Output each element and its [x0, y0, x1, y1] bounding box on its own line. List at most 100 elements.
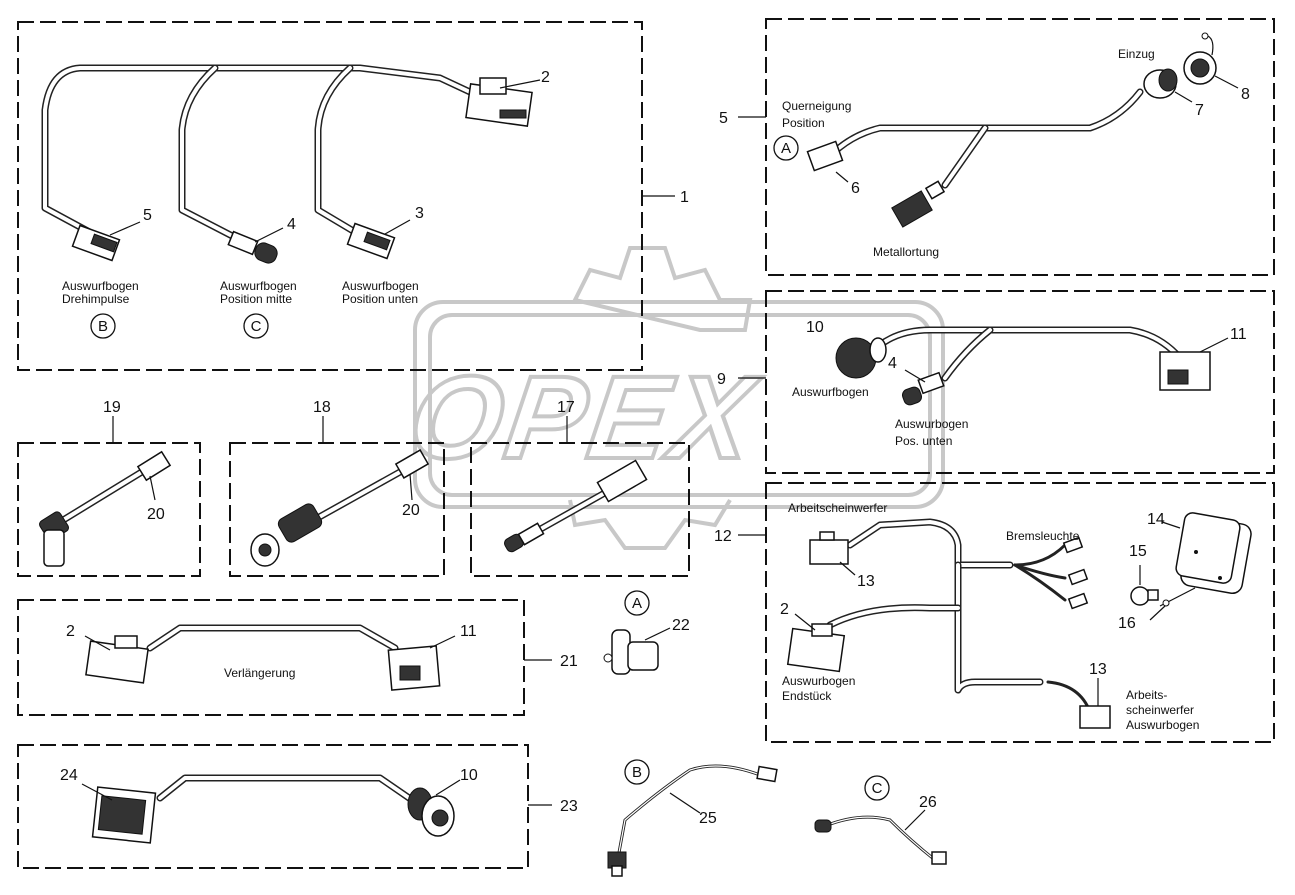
pin-16 — [1159, 587, 1196, 607]
label-8: 8 — [1241, 86, 1250, 103]
cable-25: B — [607, 759, 778, 877]
cable-26: C — [814, 775, 947, 865]
text-posunten-1: Auswurbogen — [895, 417, 968, 431]
label-9: 9 — [717, 371, 726, 388]
label-12: 12 — [714, 528, 732, 545]
harness-18 — [250, 416, 430, 567]
label-10-group23: 10 — [460, 767, 478, 784]
label-7: 7 — [1195, 102, 1204, 119]
svg-text:B: B — [98, 318, 108, 335]
connector-4-group9 — [901, 371, 945, 406]
connector-2-top — [465, 77, 533, 127]
text-auswurfbogen: Auswurfbogen — [792, 385, 869, 399]
label-3-group1: 3 — [415, 205, 424, 222]
label-26: 26 — [919, 794, 937, 811]
label-4-group9: 4 — [888, 355, 897, 372]
text-verlaengerung: Verlängerung — [224, 666, 295, 680]
svg-text:C: C — [251, 318, 262, 335]
label-11-group9: 11 — [1230, 326, 1247, 343]
harness-12 — [738, 512, 1252, 729]
connector-7 — [1143, 68, 1178, 99]
label-2-group12: 2 — [780, 601, 789, 618]
circle-b-group1: B — [90, 313, 116, 339]
group-19-box — [17, 442, 201, 577]
label-16: 16 — [1118, 615, 1136, 632]
label-5-group5: 5 — [719, 110, 728, 127]
harness-21 — [84, 624, 552, 691]
harness-19 — [39, 416, 172, 567]
connector-4-mitte — [227, 230, 278, 264]
svg-text:A: A — [781, 140, 791, 157]
text-unten-1: Auswurfbogen — [342, 279, 419, 293]
bremsleuchte-terminals — [1062, 536, 1089, 610]
connector-6 — [806, 140, 844, 172]
connector-10-group9 — [835, 337, 887, 379]
text-arbeitsscheinwerfer: Arbeitscheinwerfer — [788, 501, 887, 515]
label-4-group1: 4 — [287, 216, 296, 233]
text-bremsleuchte: Bremsleuchte — [1006, 529, 1080, 543]
bulb-15 — [1130, 586, 1159, 606]
opex-watermark: OPEX — [400, 246, 945, 550]
circle-b-part25: B — [632, 764, 642, 781]
harness-23 — [81, 774, 552, 844]
label-6: 6 — [851, 180, 860, 197]
label-5-group1: 5 — [143, 207, 152, 224]
label-10-group9: 10 — [806, 319, 824, 336]
connector-metallortung — [891, 180, 946, 228]
label-11-group21: 11 — [460, 623, 477, 640]
label-14: 14 — [1147, 511, 1165, 528]
text-posunten-2: Pos. unten — [895, 434, 952, 448]
connector-2-group12 — [786, 623, 846, 673]
label-20-group19: 20 — [147, 506, 165, 523]
label-20-group18: 20 — [402, 502, 420, 519]
text-mitte-2: Position mitte — [220, 292, 292, 306]
lamp-14 — [1175, 512, 1252, 595]
connector-11-group9 — [1159, 351, 1211, 391]
connector-13-bottom — [1079, 705, 1111, 729]
label-2-group1: 2 — [541, 69, 550, 86]
label-15: 15 — [1129, 543, 1147, 560]
text-arbeits-2: scheinwerfer — [1126, 703, 1194, 717]
label-17: 17 — [557, 399, 575, 416]
harness-1 — [41, 64, 675, 264]
group-23-box — [17, 744, 529, 869]
label-2-group21: 2 — [66, 623, 75, 640]
group-12-box — [765, 482, 1275, 743]
label-24: 24 — [60, 767, 78, 784]
label-25: 25 — [699, 810, 717, 827]
label-1: 1 — [680, 189, 689, 206]
harness-17 — [504, 416, 648, 553]
connector-3-unten — [346, 222, 396, 260]
text-metallortung: Metallortung — [873, 245, 939, 259]
text-endstueck-2: Endstück — [782, 689, 832, 703]
label-13-bottom: 13 — [1089, 661, 1107, 678]
watermark-text: OPEX — [402, 353, 766, 484]
text-arbeits-1: Arbeits- — [1126, 688, 1167, 702]
text-mitte-1: Auswurfbogen — [220, 279, 297, 293]
label-22: 22 — [672, 617, 690, 634]
text-unten-2: Position unten — [342, 292, 418, 306]
group-9-box — [765, 290, 1275, 474]
label-18: 18 — [313, 399, 331, 416]
connector-13-top — [809, 531, 849, 565]
circle-a-part22: A — [632, 595, 642, 612]
text-drehimpulse-1: Auswurfbogen — [62, 279, 139, 293]
harness-5 — [738, 32, 1239, 228]
circle-c-part26: C — [872, 780, 883, 797]
label-13-top: 13 — [857, 573, 875, 590]
text-endstueck-1: Auswurbogen — [782, 674, 855, 688]
text-querneigung-1: Querneigung — [782, 99, 851, 113]
connector-8-cap — [1183, 32, 1217, 85]
text-querneigung-2: Position — [782, 116, 825, 130]
harness-9 — [738, 326, 1229, 406]
circle-a-group5: A — [773, 135, 799, 161]
text-drehimpulse-2: Drehimpulse — [62, 292, 130, 306]
label-23: 23 — [560, 798, 578, 815]
text-einzug: Einzug — [1118, 47, 1155, 61]
group-21-box — [17, 599, 525, 716]
text-arbeits-3: Auswurbogen — [1126, 718, 1199, 732]
group-18-box — [229, 442, 445, 577]
label-19: 19 — [103, 399, 121, 416]
sensor-22: A — [603, 590, 671, 675]
